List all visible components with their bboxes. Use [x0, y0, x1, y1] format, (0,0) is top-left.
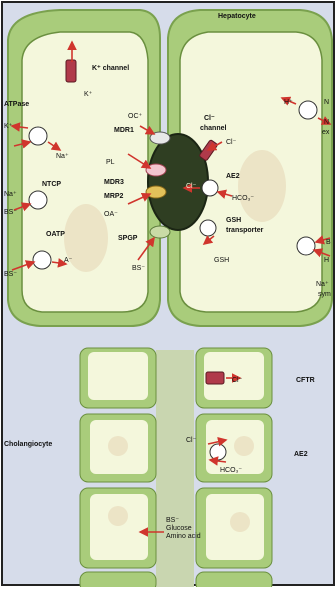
oatp-label: OATP	[46, 231, 65, 238]
gsh-transporter-label-1: GSH	[226, 217, 241, 224]
pl-label: PL	[106, 159, 115, 166]
cholangiocyte-right-4	[196, 572, 272, 587]
a-ion-label: A⁻	[64, 257, 73, 264]
ae2-label: AE2	[226, 173, 240, 180]
cholangiocyte-left-1-cytoplasm	[88, 352, 148, 400]
ae2-cholangio-icon	[210, 444, 226, 460]
k-ion-label: K⁺	[84, 91, 93, 98]
cl-channel-label-1: Cl⁻	[204, 115, 215, 122]
hepatocyte-panel: Hepatocyte K⁺ channel K⁺ ATPase K⁺ Na⁺ N…	[4, 10, 332, 326]
cl-cftr-label: Cl⁻	[232, 377, 243, 384]
bs-left2-label: BS⁻	[4, 271, 17, 278]
k-channel-label: K⁺ channel	[92, 65, 129, 72]
bile-duct-lumen	[156, 350, 194, 587]
cholangiocyte-title: Cholangiocyte	[4, 441, 52, 448]
mdr3-icon	[146, 164, 166, 176]
gsh-transporter-label-2: transporter	[226, 227, 264, 234]
sym-label: sym	[318, 291, 331, 298]
cholangiocyte-left-2-nucleus	[108, 436, 128, 456]
ntcp-ion-label: Na⁺	[4, 191, 17, 198]
h-right-label: H	[324, 257, 329, 264]
mdr3-label: MDR3	[104, 179, 124, 186]
b-right-label: B	[326, 239, 331, 246]
ae2-cholangio-label: AE2	[294, 451, 308, 458]
cl-ae2-label: Cl⁻	[186, 437, 197, 444]
n-right-label: N	[324, 99, 329, 106]
cl-channel-label-2: channel	[200, 125, 227, 132]
k-left-label: K⁺	[4, 123, 13, 130]
oatp-icon	[33, 251, 51, 269]
cl-lumen-label: Cl⁻	[186, 183, 197, 190]
cholangiocyte-left-3-cytoplasm	[90, 494, 148, 560]
ntcp-label: NTCP	[42, 181, 61, 188]
spgp-icon	[150, 226, 170, 238]
oa-label: OA⁻	[104, 211, 118, 218]
hco3-label: HCO₃⁻	[232, 195, 254, 202]
cholangiocyte-right-2-nucleus	[234, 436, 254, 456]
hco3-ae2-label: HCO₃⁻	[220, 467, 242, 474]
cl-ion-label: Cl⁻	[226, 139, 237, 146]
cholangiocyte-left-4	[80, 572, 156, 587]
spgp-label: SPGP	[118, 235, 138, 242]
glucose-label: Glucose	[166, 525, 192, 532]
mdr1-label: MDR1	[114, 127, 134, 134]
k-channel-icon	[66, 60, 76, 82]
h-ion-label: H⁺	[284, 99, 293, 106]
cholangiocyte-right-3-nucleus	[230, 512, 250, 532]
exchanger-icon	[299, 101, 317, 119]
gsh-label: GSH	[214, 257, 229, 264]
hepatocyte-right-nucleus	[238, 150, 286, 222]
na-sym-label: Na⁺	[316, 281, 329, 288]
cholangiocyte-left-3-nucleus	[108, 506, 128, 526]
gsh-transporter-icon	[200, 220, 216, 236]
atpase-label: ATPase	[4, 101, 29, 108]
ex-label: ex	[322, 129, 330, 136]
bs-left-label: BS⁻	[4, 209, 17, 216]
symporter-icon	[297, 237, 315, 255]
ae2-icon	[202, 180, 218, 196]
bs-label: BS⁻	[166, 517, 179, 524]
atpase-icon	[29, 127, 47, 145]
hepatocyte-title: Hepatocyte	[218, 13, 256, 20]
oc-label: OC⁺	[128, 113, 143, 120]
bile-canaliculus	[148, 134, 208, 230]
mrp2-icon	[146, 186, 166, 198]
amino-acid-label: Amino acid	[166, 533, 201, 540]
mrp2-label: MRP2	[104, 193, 124, 200]
na-left-label: Na⁺	[56, 153, 69, 160]
bs-canal-label: BS⁻	[132, 265, 145, 272]
cftr-icon	[206, 372, 224, 384]
na-exch-label: N	[324, 119, 329, 126]
cftr-label: CFTR	[296, 377, 315, 384]
ntcp-icon	[29, 191, 47, 209]
